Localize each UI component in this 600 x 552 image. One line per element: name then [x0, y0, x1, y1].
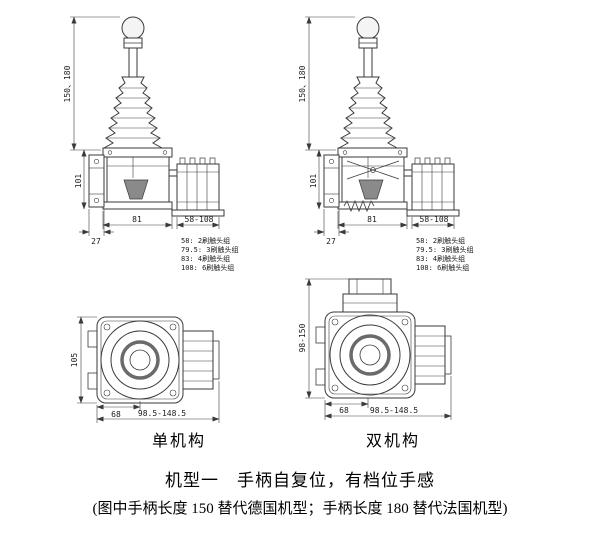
- dim-depth: 68: [339, 406, 349, 415]
- dim-total-width: 98.5-148.5: [370, 406, 418, 415]
- double-mechanism-extra: [343, 160, 400, 213]
- dims-top-left: 150、180 101 27 81 58-108 58: 2刷触头组 79.5:…: [63, 16, 239, 272]
- note-line: 58: 2刷触头组: [416, 236, 465, 245]
- dims-bottom-right: 98-150 68 98.5-148.5: [298, 278, 452, 420]
- dim-flange-height: 98-150: [298, 323, 307, 352]
- dim-body-width: 81: [367, 215, 377, 224]
- dim-total-width: 98.5-148.5: [138, 409, 186, 418]
- dims-bottom-left: 105 68 98.5-148.5: [70, 316, 220, 423]
- joystick-single-side-view: [88, 16, 225, 217]
- dim-depth: 68: [111, 410, 121, 419]
- bottom-view-single: [87, 316, 220, 404]
- note-line: 79.5: 3刷触头组: [416, 245, 474, 254]
- dim-handle-length: 150、180: [63, 65, 72, 102]
- dim-block-width: 58-108: [185, 215, 214, 224]
- dims-top-right: 150、180 101 27 81 58-108 58: 2刷触头组 79.5:…: [298, 16, 474, 272]
- handle-length-footnote: (图中手柄长度 150 替代德国机型；手柄长度 180 替代法国机型): [92, 501, 508, 517]
- dim-block-width: 58-108: [420, 215, 449, 224]
- dim-bracket-width: 27: [91, 237, 101, 246]
- dim-bracket-width: 27: [326, 237, 336, 246]
- note-line: 108: 6刷触头组: [181, 263, 234, 272]
- contact-notes-right: 58: 2刷触头组 79.5: 3刷触头组 83: 4刷触头组 108: 6刷触…: [416, 236, 474, 272]
- note-line: 108: 6刷触头组: [416, 263, 469, 272]
- note-line: 58: 2刷触头组: [181, 236, 230, 245]
- label-single-mechanism: 单机构: [152, 433, 207, 450]
- model-caption: 机型一 手柄自复位，有档位手感: [165, 471, 435, 490]
- note-line: 79.5: 3刷触头组: [181, 245, 239, 254]
- dim-body-width: 81: [132, 215, 142, 224]
- joystick-double-side-view: [323, 16, 460, 217]
- contact-notes-left: 58: 2刷触头组 79.5: 3刷触头组 83: 4刷触头组 108: 6刷触…: [181, 236, 239, 272]
- note-line: 83: 4刷触头组: [181, 254, 230, 263]
- note-line: 83: 4刷触头组: [416, 254, 465, 263]
- dim-flange-height: 105: [70, 353, 79, 368]
- technical-drawing: 150、180 101 27 81 58-108 58: 2刷触头组 79.5:…: [63, 16, 474, 423]
- dim-body-height: 101: [309, 174, 318, 189]
- dim-handle-length: 150、180: [298, 65, 307, 102]
- label-double-mechanism: 双机构: [366, 433, 421, 450]
- bottom-view-double: [315, 278, 452, 399]
- dim-body-height: 101: [74, 174, 83, 189]
